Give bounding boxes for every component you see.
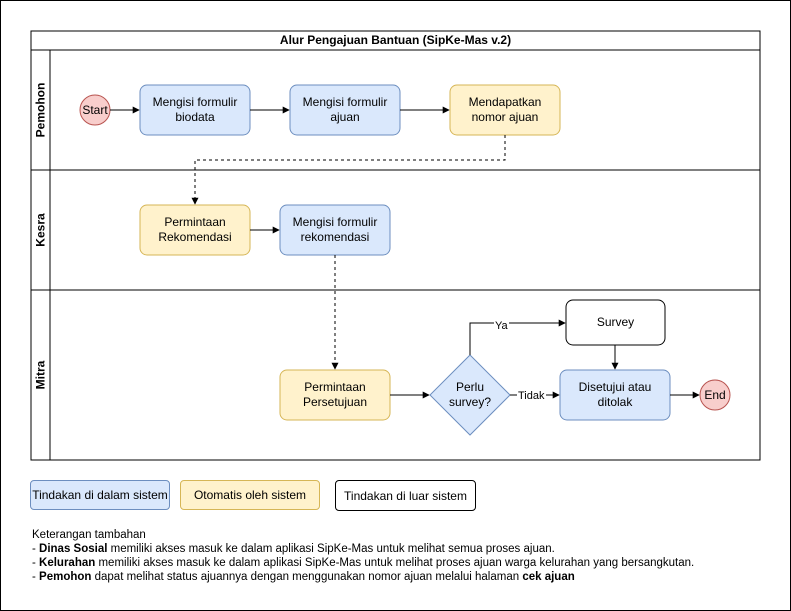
permintaan-persetujuan-label: Permintaan Persetujuan — [302, 380, 368, 409]
legend-auto: Otomatis oleh sistem — [180, 480, 320, 510]
start-label: Start — [82, 102, 108, 117]
note-3-text: dapat melihat status ajuannya dengan men… — [91, 571, 523, 583]
end-node — [699, 379, 731, 411]
note-item-3: - Pemohon dapat melihat status ajuannya … — [32, 571, 575, 583]
notes-heading: Keterangan tambahan — [32, 529, 146, 541]
nomor-ajuan-label: Mendapatkan nomor ajuan — [468, 95, 542, 124]
disetujui-label: Disetujui atau ditolak — [578, 380, 652, 409]
perlu-survey-label: Perlu survey? — [448, 380, 492, 409]
additional-notes: Keterangan tambahan - Dinas Sosial memil… — [32, 528, 694, 584]
lane-label-kesra: Kesra — [33, 213, 48, 247]
note-2-text: memiliki akses masuk ke dalam aplikasi S… — [95, 557, 695, 569]
note-2-subject: Kelurahan — [39, 557, 96, 569]
edge-label-tidak: Tidak — [517, 390, 546, 402]
edge-nomor-prekom — [191, 135, 506, 205]
permintaan-rekomendasi-label: Permintaan Rekomendasi — [158, 215, 232, 244]
note-3-page-name: cek ajuan — [522, 571, 575, 583]
form-biodata-label: Mengisi formulir biodata — [152, 95, 238, 124]
note-1-subject: Dinas Sosial — [39, 543, 108, 555]
note-item-1: - Dinas Sosial memiliki akses masuk ke d… — [32, 543, 555, 555]
note-1-text: memiliki akses masuk ke dalam aplikasi S… — [107, 543, 555, 555]
note-item-2: - Kelurahan memiliki akses masuk ke dala… — [32, 557, 695, 569]
perlu-survey-decision — [429, 354, 511, 436]
note-3-subject: Pemohon — [39, 571, 92, 583]
form-ajuan-label: Mengisi formulir ajuan — [302, 95, 388, 124]
end-label: End — [704, 387, 726, 402]
legend-outside: Tindakan di luar sistem — [335, 480, 476, 511]
edge-label-ya: Ya — [494, 320, 509, 332]
legend-system: Tindakan di dalam sistem — [30, 480, 170, 510]
lane-label-pemohon: Pemohon — [33, 82, 48, 138]
edge-decision-survey — [469, 319, 566, 355]
form-rekomendasi-label: Mengisi formulir rekomendasi — [292, 215, 378, 244]
lane-label-mitra: Mitra — [33, 360, 48, 390]
survey-label: Survey — [596, 315, 635, 329]
pool-title: Alur Pengajuan Bantuan (SipKe-Mas v.2) — [279, 33, 512, 47]
